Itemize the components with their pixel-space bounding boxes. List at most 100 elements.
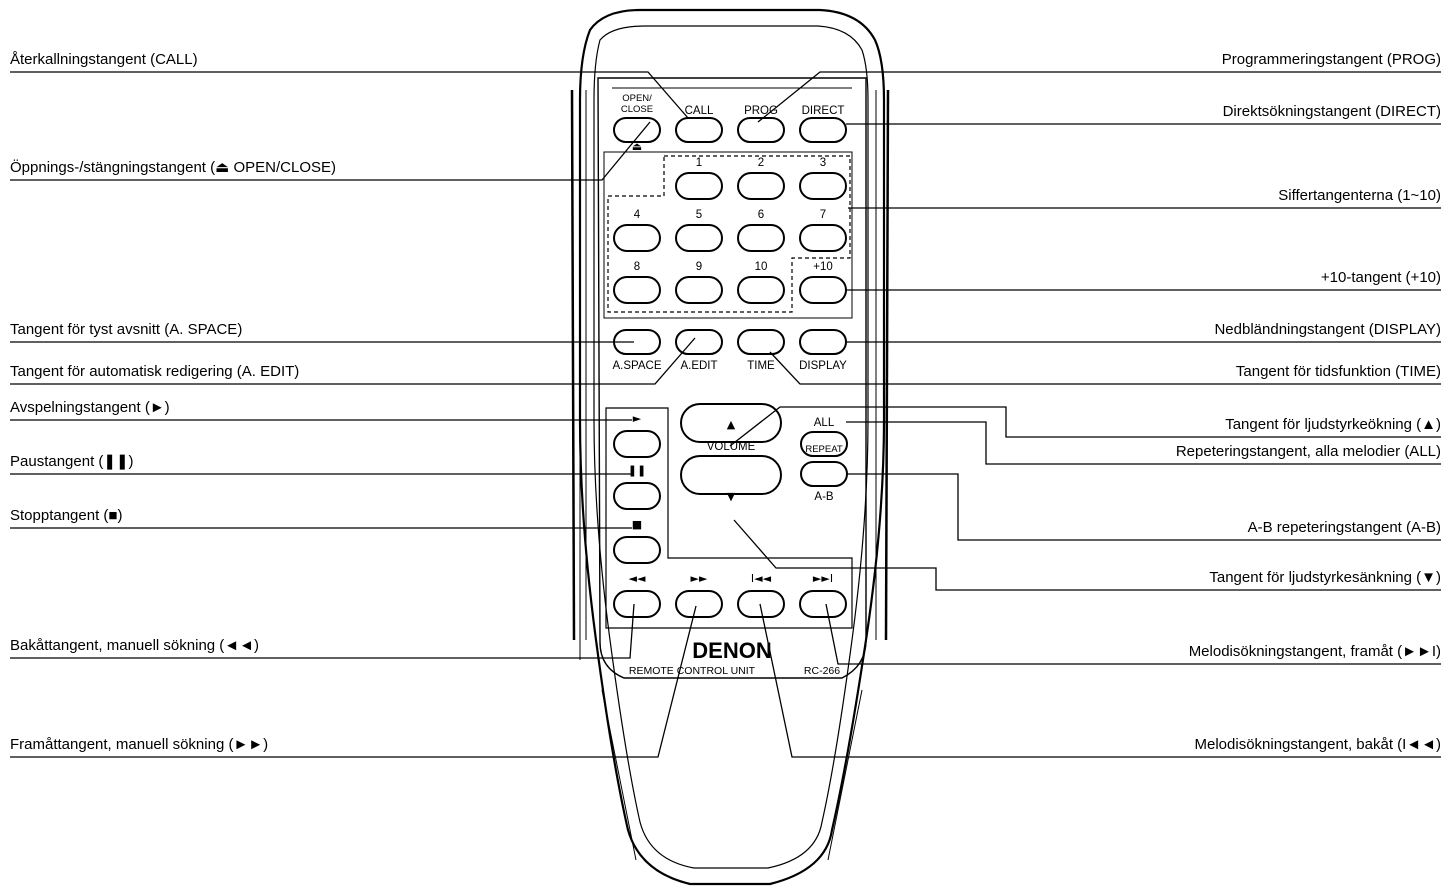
time-button[interactable] bbox=[737, 329, 785, 355]
number-key-label-8: 8 bbox=[634, 261, 640, 273]
leader-next bbox=[825, 603, 1441, 665]
number-key-3[interactable] bbox=[799, 172, 847, 200]
callout-vol-down: Tangent för ljudstyrkesänkning (▼) bbox=[1209, 569, 1441, 586]
callout-time: Tangent för tidsfunktion (TIME) bbox=[1236, 363, 1441, 380]
callout-plus10: +10-tangent (+10) bbox=[1321, 269, 1441, 286]
number-key-label-3: 3 bbox=[820, 157, 826, 169]
volume-down-button[interactable] bbox=[680, 455, 782, 495]
callout-a-edit: Tangent för automatisk redigering (A. ED… bbox=[10, 363, 299, 380]
callout-ff: Framåttangent, manuell sökning (►►) bbox=[10, 736, 268, 753]
ab-label: A-B bbox=[814, 491, 834, 503]
rew-icon: ◄◄ bbox=[629, 572, 646, 585]
callout-rew: Bakåttangent, manuell sökning (◄◄) bbox=[10, 637, 259, 654]
callout-stop: Stopptangent (■) bbox=[10, 507, 122, 524]
number-key-label-1: 1 bbox=[696, 157, 702, 169]
number-key-7[interactable] bbox=[799, 224, 847, 252]
number-key-label-10: 10 bbox=[755, 261, 768, 273]
leader-all bbox=[846, 421, 1441, 465]
direct-button[interactable] bbox=[799, 117, 847, 143]
leader-vol-down bbox=[733, 519, 1441, 591]
volume-label: VOLUME bbox=[707, 441, 756, 453]
display-button[interactable] bbox=[799, 329, 847, 355]
number-key-6[interactable] bbox=[737, 224, 785, 252]
number-key-label-2: 2 bbox=[758, 157, 764, 169]
callout-call: Återkallningstangent (CALL) bbox=[10, 51, 198, 68]
number-key-label-4: 4 bbox=[634, 209, 641, 221]
play-icon: ► bbox=[633, 412, 642, 425]
number-key-5[interactable] bbox=[675, 224, 723, 252]
display-label: DISPLAY bbox=[799, 360, 847, 372]
remote-body bbox=[570, 8, 890, 886]
all-label: ALL bbox=[814, 417, 835, 429]
number-key-label-6: 6 bbox=[758, 209, 764, 221]
repeat-label: REPEAT bbox=[805, 444, 843, 455]
repeat-ab-button[interactable] bbox=[800, 461, 848, 487]
unit-label: REMOTE CONTROL UNIT bbox=[629, 665, 756, 677]
pause-icon: ❚❚ bbox=[628, 464, 646, 477]
leader-a-edit bbox=[10, 337, 696, 385]
call-button[interactable] bbox=[675, 117, 723, 143]
a-space-label: A.SPACE bbox=[613, 360, 662, 372]
leader-prog bbox=[757, 71, 1441, 123]
leader-rew bbox=[10, 603, 635, 659]
number-key-plus10[interactable] bbox=[799, 276, 847, 304]
callout-numbers: Siffertangenterna (1~10) bbox=[1278, 187, 1441, 204]
leader-call bbox=[10, 71, 689, 119]
leader-ff bbox=[10, 605, 697, 758]
number-key-2[interactable] bbox=[737, 172, 785, 200]
prev-button[interactable] bbox=[737, 590, 785, 618]
pause-button[interactable] bbox=[613, 482, 661, 510]
stop-icon: ■ bbox=[632, 518, 642, 531]
next-button[interactable] bbox=[799, 590, 847, 618]
callout-ab: A-B repeteringstangent (A-B) bbox=[1248, 519, 1441, 536]
number-key-10[interactable] bbox=[737, 276, 785, 304]
number-key-9[interactable] bbox=[675, 276, 723, 304]
leader-open-close bbox=[10, 121, 651, 181]
number-key-label-plus10: +10 bbox=[813, 261, 833, 273]
call-label: CALL bbox=[685, 105, 714, 117]
number-key-label-5: 5 bbox=[696, 209, 702, 221]
callout-prog: Programmeringstangent (PROG) bbox=[1222, 51, 1441, 68]
callout-pause: Paustangent (❚❚) bbox=[10, 453, 134, 470]
callout-prev: Melodisökningstangent, bakåt (I◄◄) bbox=[1195, 736, 1441, 753]
next-icon: ►►I bbox=[813, 572, 833, 585]
eject-icon: ⏏ bbox=[632, 140, 642, 153]
leader-ab bbox=[846, 473, 1441, 541]
leader-prev bbox=[759, 603, 1441, 758]
callout-vol-up: Tangent för ljudstyrkeökning (▲) bbox=[1225, 416, 1441, 433]
callout-display: Nedbländningstangent (DISPLAY) bbox=[1214, 321, 1441, 338]
a-edit-button[interactable] bbox=[675, 329, 723, 355]
callout-all: Repeteringstangent, alla melodier (ALL) bbox=[1176, 443, 1441, 460]
callout-a-space: Tangent för tyst avsnitt (A. SPACE) bbox=[10, 321, 242, 338]
number-key-8[interactable] bbox=[613, 276, 661, 304]
stop-button[interactable] bbox=[613, 536, 661, 564]
play-button[interactable] bbox=[613, 430, 661, 458]
brand-logo: DENON bbox=[692, 638, 771, 663]
ff-icon: ►► bbox=[691, 572, 708, 585]
ff-button[interactable] bbox=[675, 590, 723, 618]
rew-button[interactable] bbox=[613, 590, 661, 618]
callout-leaders bbox=[10, 71, 1441, 758]
callout-labels: Återkallningstangent (CALL)Öppnings-/stä… bbox=[10, 51, 1441, 753]
callout-direct: Direktsökningstangent (DIRECT) bbox=[1223, 103, 1441, 120]
a-edit-label: A.EDIT bbox=[680, 360, 717, 372]
time-label: TIME bbox=[747, 360, 775, 372]
model-label: RC-266 bbox=[804, 665, 840, 677]
number-key-4[interactable] bbox=[613, 224, 661, 252]
vol-up-glyph: ▲ bbox=[727, 418, 736, 431]
direct-label: DIRECT bbox=[802, 105, 845, 117]
leader-vol-up bbox=[729, 406, 1441, 447]
prog-label: PROG bbox=[744, 105, 778, 117]
callout-play: Avspelningstangent (►) bbox=[10, 399, 170, 416]
number-key-label-7: 7 bbox=[820, 209, 826, 221]
repeat-all-button[interactable] bbox=[800, 431, 848, 457]
prog-button[interactable] bbox=[737, 117, 785, 143]
prev-icon: I◄◄ bbox=[751, 572, 772, 585]
number-key-1[interactable] bbox=[675, 172, 723, 200]
callout-next: Melodisökningstangent, framåt (►►I) bbox=[1189, 643, 1441, 660]
open-close-label-line2: CLOSE bbox=[621, 104, 653, 115]
volume-up-button[interactable] bbox=[680, 403, 782, 443]
vol-down-glyph: ▼ bbox=[727, 490, 736, 503]
